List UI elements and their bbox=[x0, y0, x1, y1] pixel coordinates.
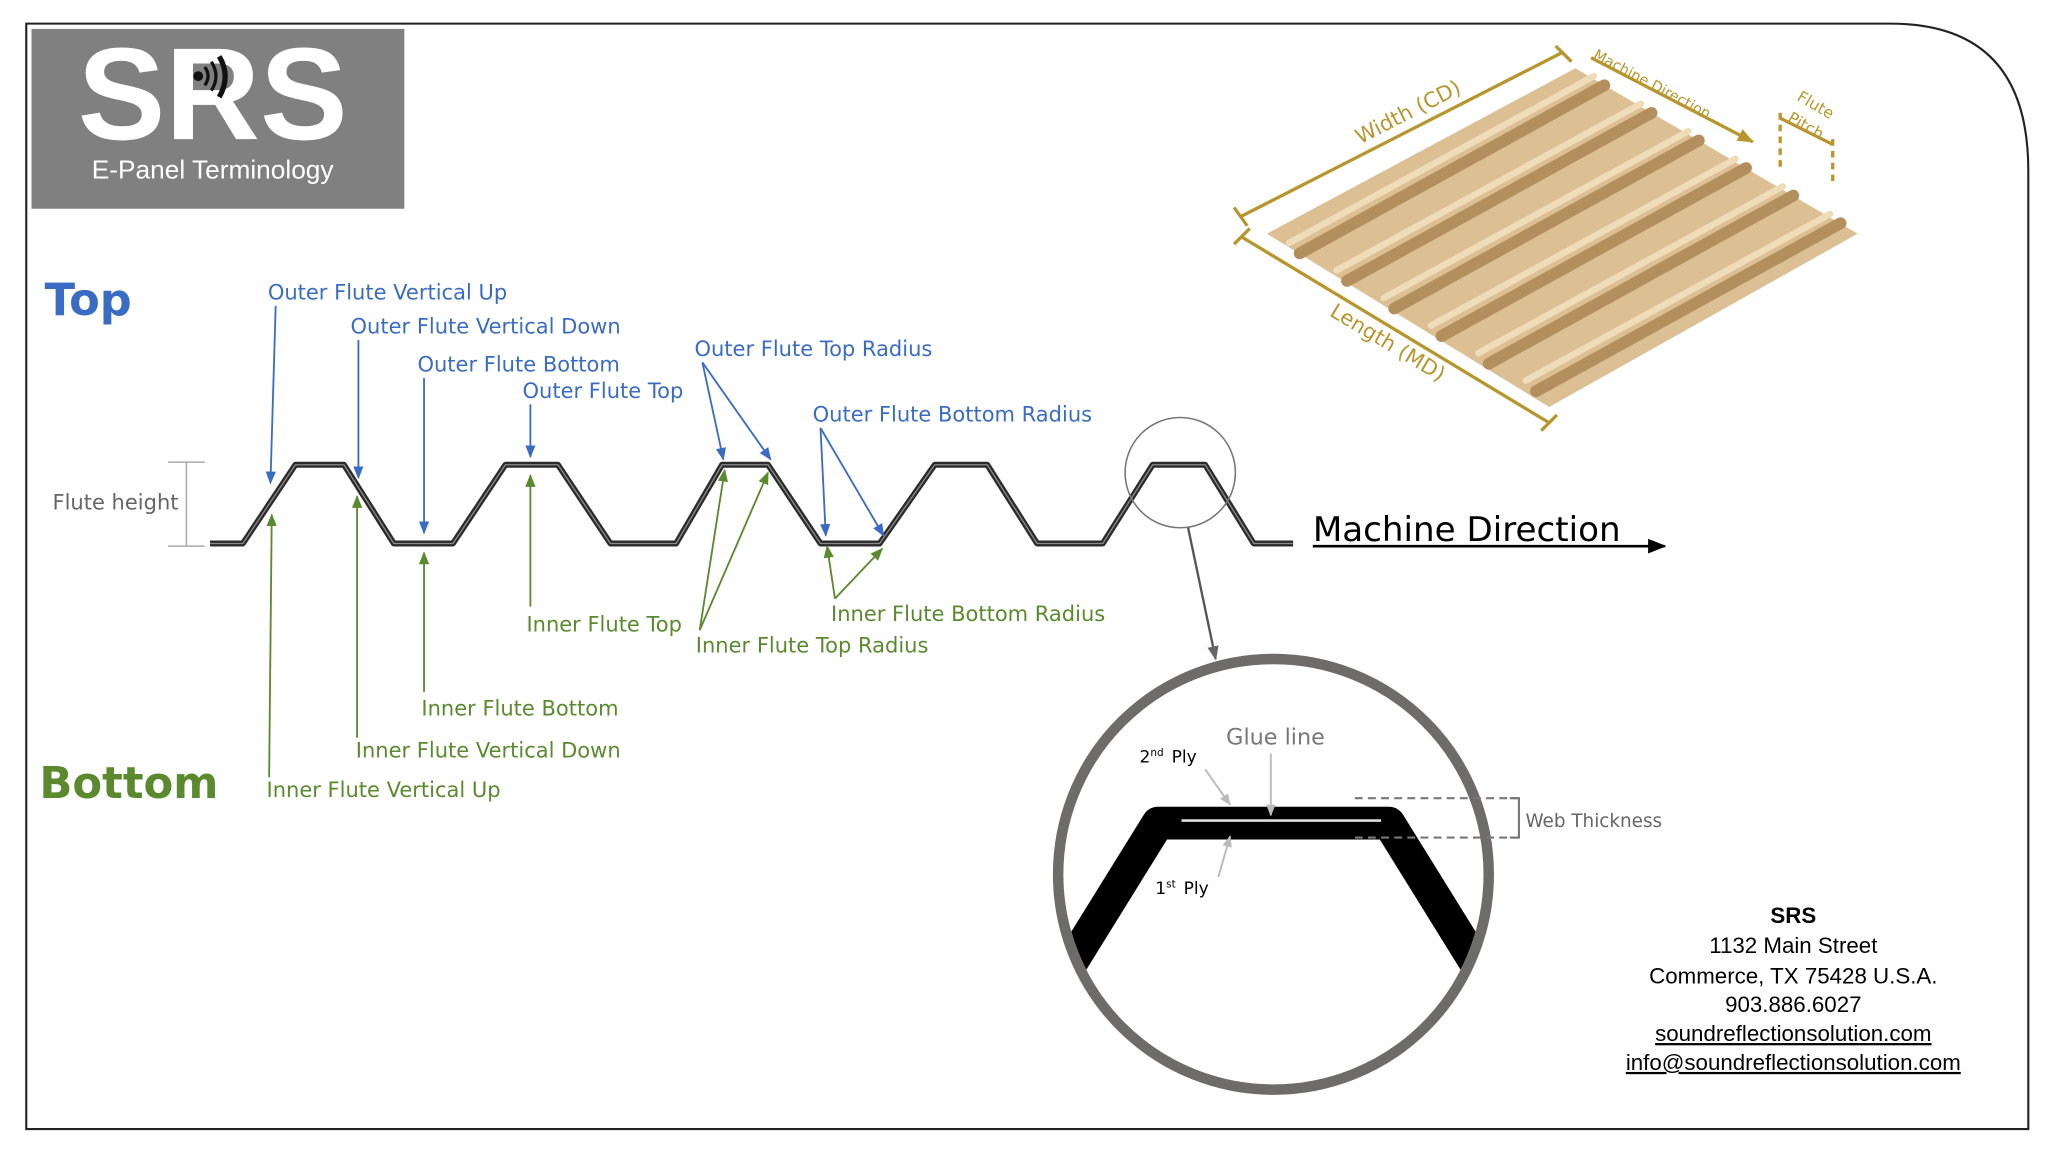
inner-flute-vertical-up-label: Inner Flute Vertical Up bbox=[267, 778, 501, 802]
web-thickness-label: Web Thickness bbox=[1525, 811, 1662, 832]
contact-street: 1132 Main Street bbox=[1709, 933, 1878, 958]
inner-flute-vertical-down-label: Inner Flute Vertical Down bbox=[356, 738, 621, 762]
inner-flute-top-radius-label: Inner Flute Top Radius bbox=[696, 633, 929, 657]
outer-flute-vertical-down-label: Outer Flute Vertical Down bbox=[351, 314, 621, 338]
glue-line-label: Glue line bbox=[1226, 724, 1325, 750]
contact-phone[interactable]: 903.886.6027 bbox=[1725, 992, 1861, 1017]
outer-flute-top-label: Outer Flute Top bbox=[523, 379, 684, 403]
magnify-circle bbox=[1124, 416, 1237, 529]
flute-height-bracket bbox=[168, 461, 205, 547]
outer-arrows bbox=[265, 305, 885, 537]
page-frame bbox=[25, 22, 2030, 1131]
contact-city: Commerce, TX 75428 U.S.A. bbox=[1649, 963, 1937, 988]
machine-direction-label: Machine Direction bbox=[1313, 510, 1621, 550]
logo-brand: SRS bbox=[78, 20, 348, 167]
detail-zoom bbox=[1052, 653, 1520, 1095]
contact-company: SRS bbox=[1770, 903, 1816, 928]
inner-flute-top-label: Inner Flute Top bbox=[526, 612, 682, 636]
outer-flute-top-radius-label: Outer Flute Top Radius bbox=[694, 337, 932, 361]
logo: SRS E-Panel Terminology bbox=[31, 20, 405, 209]
bottom-heading: Bottom bbox=[39, 759, 218, 809]
inner-flute-bottom-label: Inner Flute Bottom bbox=[421, 696, 618, 720]
outer-flute-bottom-radius-label: Outer Flute Bottom Radius bbox=[813, 402, 1092, 426]
inner-flute-bottom-radius-label: Inner Flute Bottom Radius bbox=[831, 602, 1105, 626]
website-link[interactable]: soundreflectionsolution.com bbox=[1655, 1021, 1931, 1046]
contact-block: SRS 1132 Main Street Commerce, TX 75428 … bbox=[1626, 903, 1961, 1075]
email-link[interactable]: info@soundreflectionsolution.com bbox=[1626, 1050, 1961, 1075]
inner-arrows bbox=[266, 468, 884, 778]
flute-profile bbox=[210, 461, 1294, 547]
corrugated-panel-illustration bbox=[1232, 44, 1858, 432]
logo-subtitle: E-Panel Terminology bbox=[92, 155, 335, 185]
flute-height-label: Flute height bbox=[53, 490, 179, 514]
top-heading: Top bbox=[45, 274, 132, 326]
sound-waves-icon bbox=[193, 55, 228, 99]
outer-flute-vertical-up-label: Outer Flute Vertical Up bbox=[268, 280, 507, 304]
magnify-pointer bbox=[1186, 527, 1219, 661]
outer-flute-bottom-label: Outer Flute Bottom bbox=[417, 353, 619, 377]
